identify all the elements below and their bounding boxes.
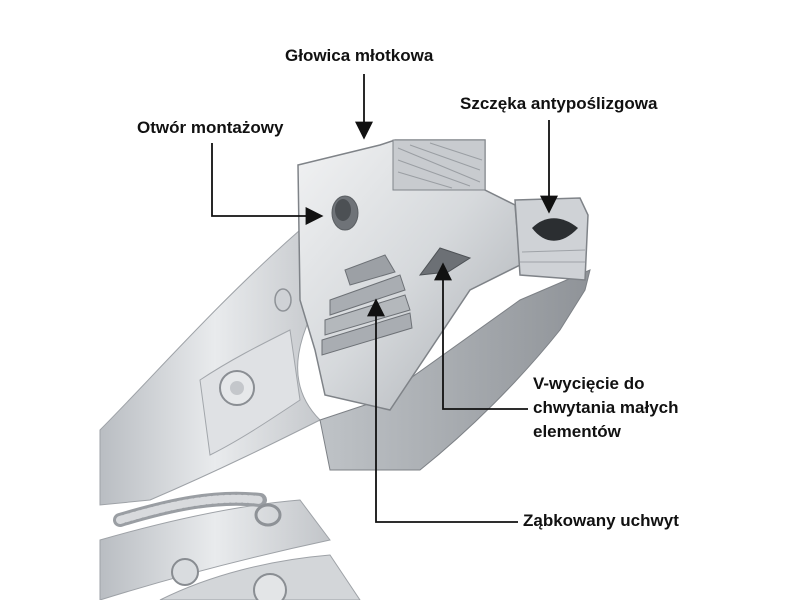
- label-anti-slip-jaw: Szczęka antypoślizgowa: [460, 94, 658, 113]
- label-hammer-head: Głowica młotkowa: [285, 46, 434, 65]
- label-v-notch-line-2: chwytania małych: [533, 398, 679, 417]
- label-v-notch-line-3: elementów: [533, 422, 621, 441]
- adjust-screw: [253, 573, 287, 600]
- upper-handle: [99, 229, 331, 506]
- arrow-mounting-hole: [211, 143, 324, 225]
- label-serrated-grip: Ząbkowany uchwyt: [523, 511, 679, 530]
- label-v-notch: V-wycięcie do chwytania małych elementów: [533, 372, 733, 444]
- upper-jaw: [297, 139, 589, 411]
- label-v-notch-line-1: V-wycięcie do: [533, 374, 645, 393]
- arrow-serrated-grip: [367, 298, 518, 523]
- callout-arrows: [211, 74, 558, 523]
- lower-jaw: [319, 269, 591, 471]
- label-mounting-hole: Otwór montażowy: [137, 118, 284, 137]
- arrow-v-notch: [434, 262, 528, 410]
- spring: [113, 491, 282, 527]
- lower-rivet: [171, 558, 199, 586]
